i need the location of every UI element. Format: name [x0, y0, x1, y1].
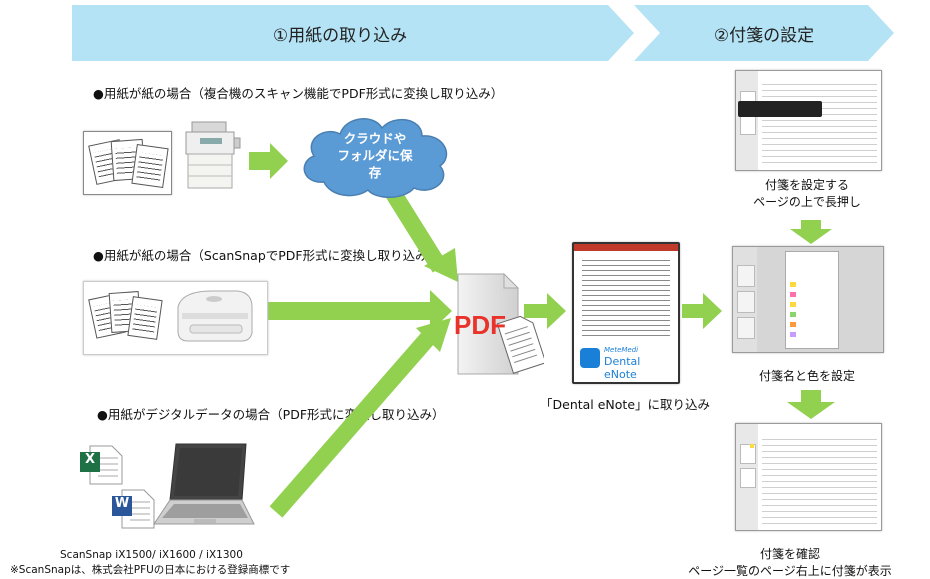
excel-letter: X [84, 452, 96, 467]
pdf-label: PDF [454, 310, 506, 340]
step-a-screenshot [735, 70, 882, 171]
trademark-note: ※ScanSnapは、株式会社PFUの日本における登録商標です [10, 564, 291, 576]
cloud-label-line3: 存 [368, 165, 382, 180]
step-a-line1: 付箋を設定する [764, 178, 849, 192]
step-c-line1: 付箋を確認 [759, 547, 820, 561]
app-logo-icon [580, 348, 600, 368]
context-menu [738, 101, 822, 117]
pdf-document-icon [457, 272, 544, 375]
laptop-image [153, 443, 255, 525]
step-b-caption: 付箋名と色を設定 [758, 369, 855, 383]
cloud-label-line2: フォルダに保 [337, 148, 413, 163]
app-logo-name: Dental eNote [604, 355, 641, 381]
app-form-page [582, 256, 670, 338]
step-a-caption: 付箋を設定する ページの上で長押し [707, 176, 907, 210]
cloud-shape [303, 118, 448, 198]
tag-settings-dialog [785, 251, 839, 349]
cloud-label: クラウドや フォルダに保 存 [310, 130, 440, 181]
header-banners [72, 5, 894, 61]
step-c-screenshot [735, 423, 882, 531]
step2-banner: ②付箋の設定 [713, 25, 815, 46]
scansnap-models-note: ScanSnap iX1500/ iX1600 / iX1300 [60, 549, 243, 561]
row-paper-scansnap-label: ●用紙が紙の場合（ScanSnapでPDF形式に変換し取り込み） [93, 248, 441, 263]
excel-file-icon [80, 445, 123, 485]
step-c-line2: ページ一覧のページ右上に付箋が表示 [688, 564, 892, 578]
cloud-label-line1: クラウドや [343, 131, 407, 146]
paper-documents-image [83, 131, 172, 195]
word-letter: W [114, 496, 130, 511]
app-logo-small: MeteMedi [604, 346, 639, 354]
app-import-caption: 「Dental eNote」に取り込み [540, 397, 711, 412]
dental-enote-tablet: MeteMedi Dental eNote [572, 242, 680, 384]
row-paper-mfp-label: ●用紙が紙の場合（複合機のスキャン機能でPDF形式に変換し取り込み） [93, 86, 504, 101]
word-file-icon [112, 489, 155, 529]
step-c-caption: 付箋を確認 ページ一覧のページ右上に付箋が表示 [660, 545, 920, 579]
multifunction-printer-image [185, 121, 241, 189]
step-b-screenshot [732, 246, 884, 353]
scansnap-scanner-image [177, 290, 253, 342]
row-digital-label: ●用紙がデジタルデータの場合（PDF形式に変換し取り込み） [97, 407, 445, 422]
app-toolbar [574, 244, 678, 251]
step-a-line2: ページの上で長押し [753, 195, 861, 209]
step1-banner: ①用紙の取り込み [272, 25, 408, 46]
